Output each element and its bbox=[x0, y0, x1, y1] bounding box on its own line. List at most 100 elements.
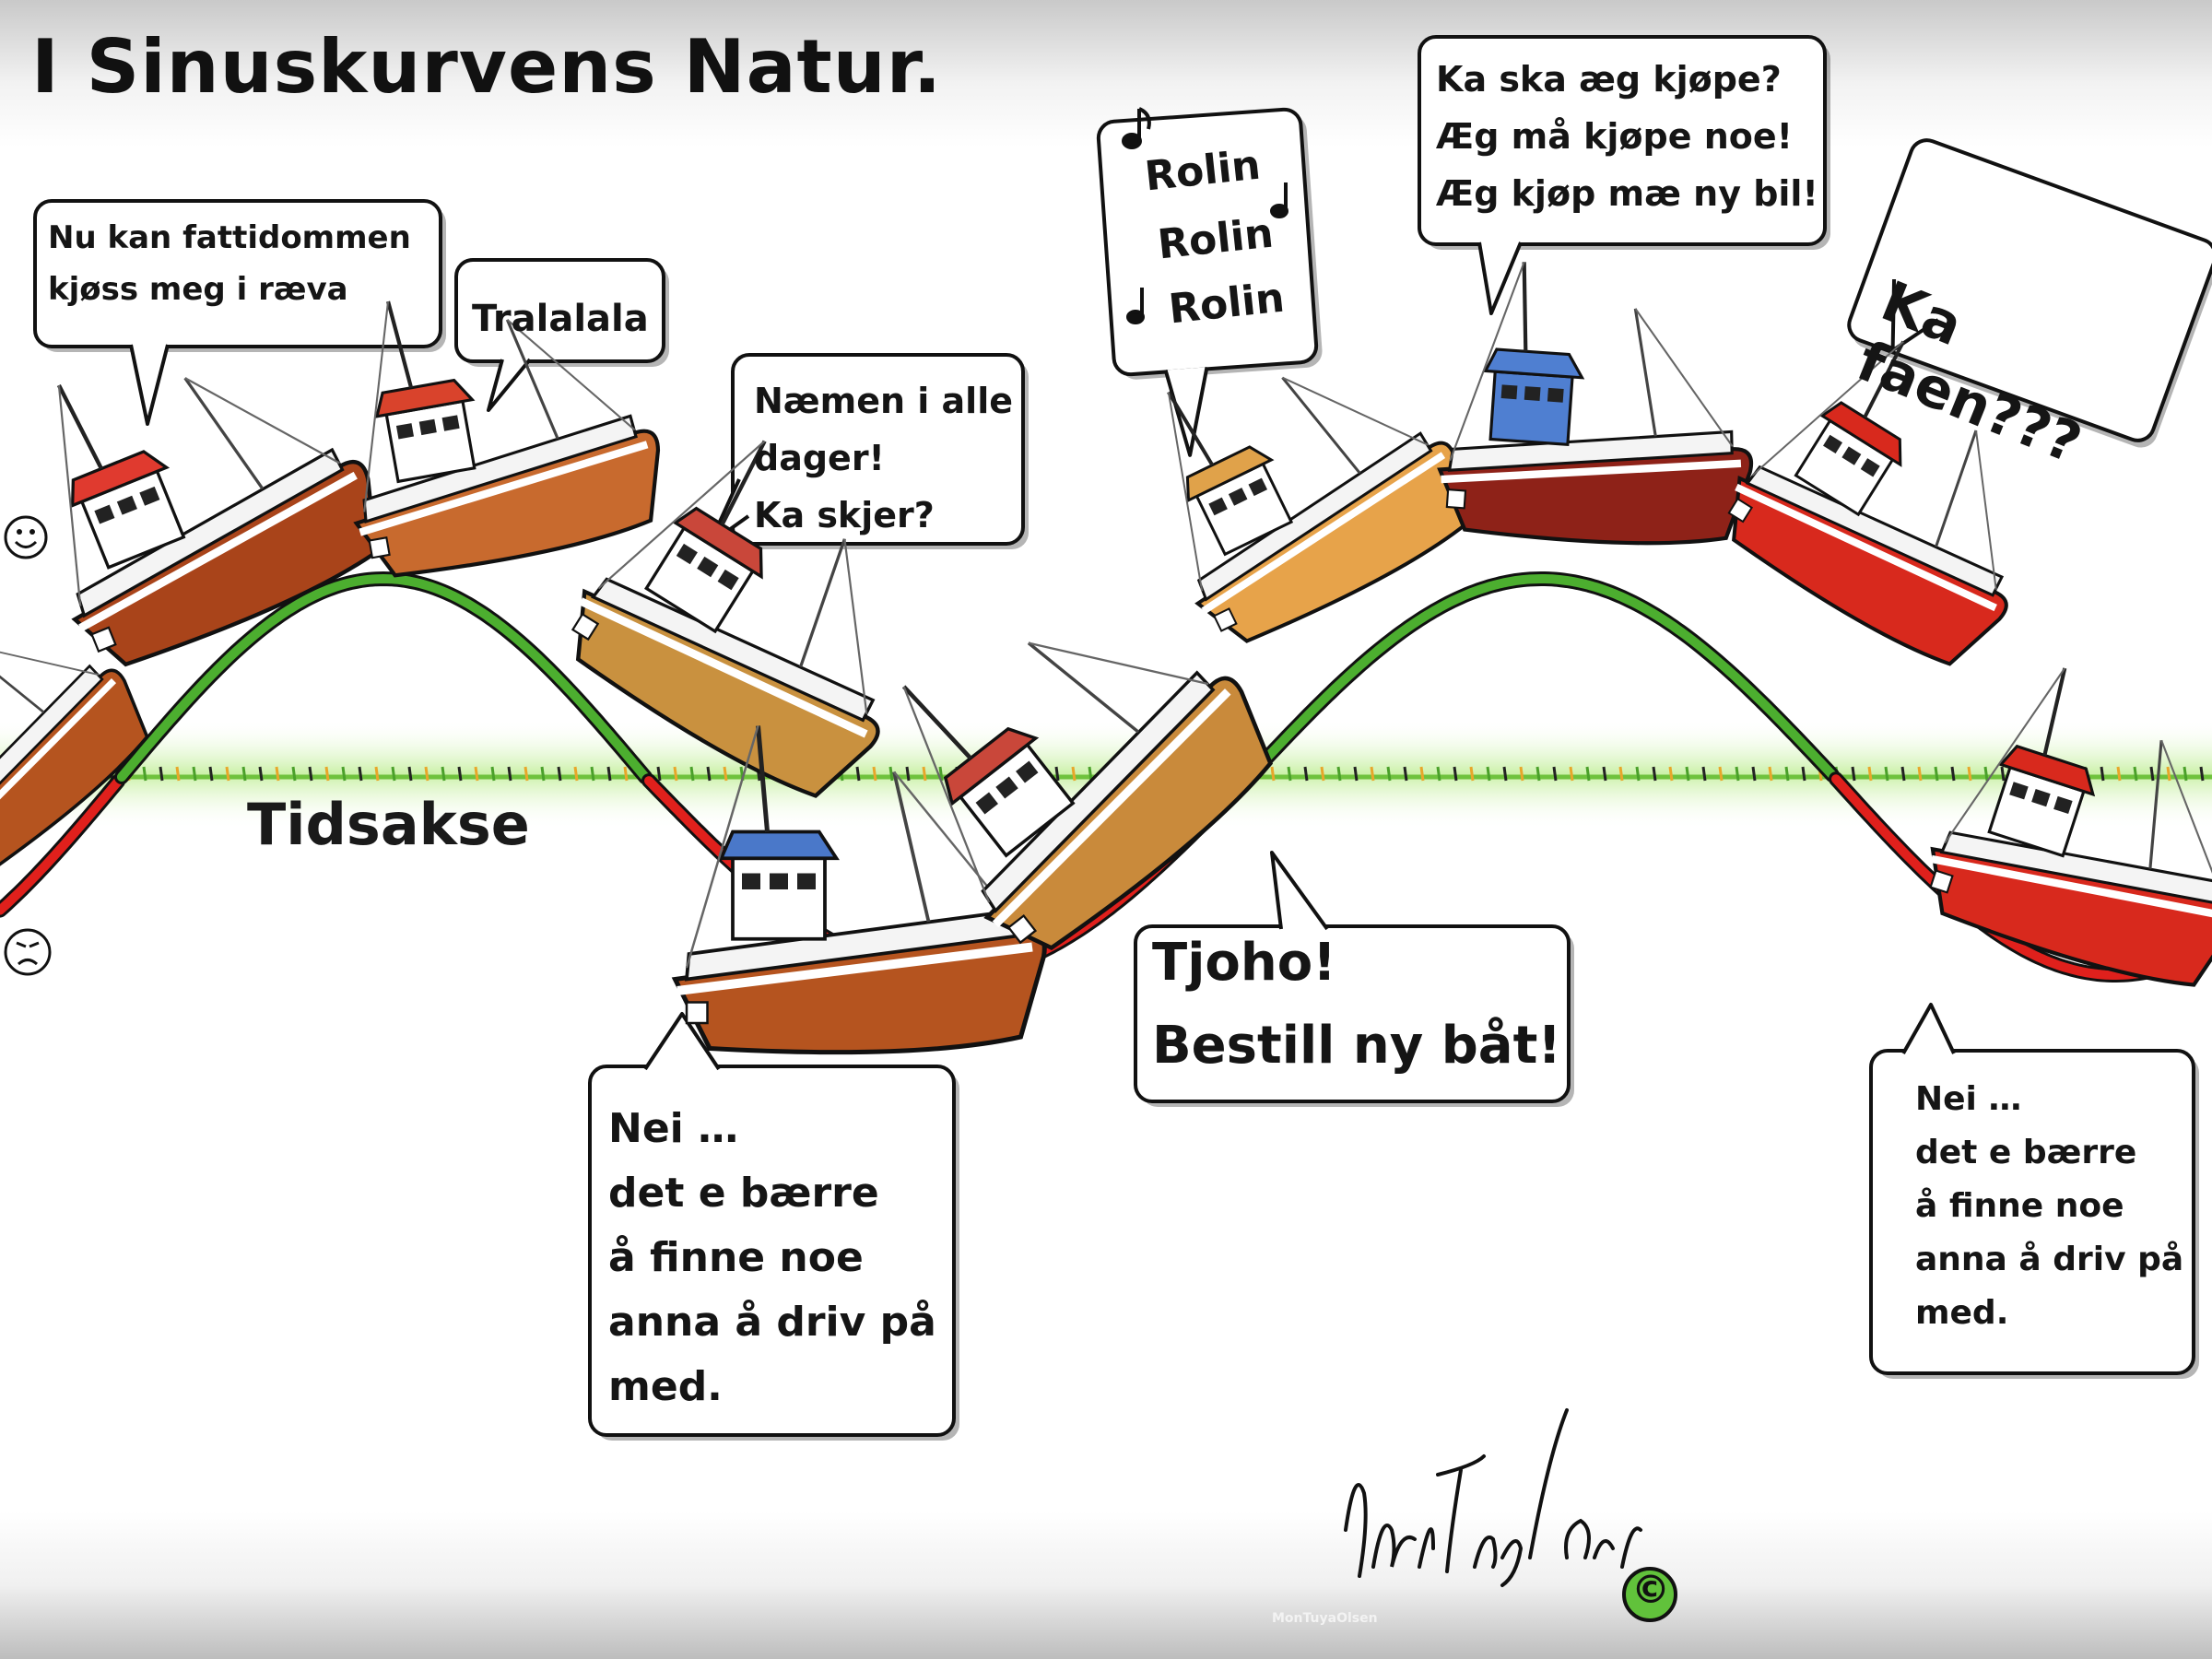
boat-window bbox=[770, 873, 788, 889]
axis-tick bbox=[2116, 766, 2122, 782]
boat-mast bbox=[720, 440, 767, 526]
axis-tick bbox=[407, 766, 413, 782]
boat-stern-mark bbox=[1212, 607, 1238, 632]
boat-stern-mark bbox=[1445, 488, 1467, 510]
boat-window bbox=[1016, 760, 1039, 783]
axis-tick bbox=[391, 766, 396, 782]
boat-window bbox=[1823, 434, 1843, 454]
axis-tick bbox=[1535, 766, 1541, 782]
axis-tick bbox=[1453, 766, 1458, 782]
boat-window bbox=[441, 415, 460, 431]
axis-tick bbox=[507, 766, 512, 782]
axis-tick bbox=[2199, 766, 2205, 782]
axis-tick bbox=[1718, 766, 1724, 782]
axis-tick bbox=[1618, 766, 1624, 782]
boat-stern-mark bbox=[90, 626, 117, 653]
boat-cabin-roof bbox=[70, 450, 171, 508]
boat-boom bbox=[1281, 376, 1361, 475]
curve-segment-green bbox=[1245, 574, 1837, 781]
smiley-face-icon bbox=[4, 515, 48, 559]
axis-tick bbox=[623, 766, 629, 782]
axis-tick bbox=[291, 766, 297, 782]
curve-segment-green bbox=[117, 573, 650, 782]
boat-rigging bbox=[1449, 261, 1525, 462]
axis-tick bbox=[374, 766, 380, 782]
boat-hull-stripe bbox=[677, 942, 1033, 995]
boat-window bbox=[995, 776, 1018, 799]
bubble-tralala bbox=[454, 258, 669, 412]
boat-hull bbox=[983, 676, 1274, 951]
axis-tick bbox=[1403, 766, 1408, 782]
axis-tick bbox=[308, 766, 313, 782]
boat-cabin bbox=[731, 856, 827, 941]
boat-rigging bbox=[1167, 392, 1204, 592]
axis-tick bbox=[490, 766, 496, 782]
boat-hull-stripe bbox=[1930, 854, 2212, 921]
axis-tick bbox=[1469, 766, 1475, 782]
boat-hull bbox=[1194, 441, 1469, 643]
axis-tick bbox=[922, 766, 927, 782]
boat-hull-stripe bbox=[0, 678, 117, 865]
boat-stern-mark bbox=[368, 536, 391, 559]
bubble-kjope-text: Ka ska æg kjøpe? Æg må kjøpe noe! Æg kjø… bbox=[1436, 59, 1818, 214]
axis-tick bbox=[1436, 766, 1441, 782]
curve-segment-red bbox=[0, 776, 123, 915]
boat-window bbox=[94, 504, 115, 524]
axis-tick bbox=[723, 766, 728, 782]
bubble-fattidom-text: Nu kan fattidommen kjøss meg i ræva bbox=[48, 219, 411, 308]
boat-window bbox=[676, 543, 698, 565]
boat-window bbox=[975, 792, 998, 815]
boat-rigging bbox=[1634, 308, 1734, 447]
axis-tick bbox=[606, 766, 612, 782]
speech-bubbles bbox=[33, 35, 2212, 1441]
boat-boom bbox=[505, 319, 559, 440]
axis-tick bbox=[324, 766, 330, 782]
boat-window bbox=[1841, 446, 1862, 465]
artist-signature bbox=[1344, 1408, 1642, 1587]
axis-tick bbox=[673, 766, 678, 782]
bubble-naemen-text: Næmen i alle dager! Ka skjer? bbox=[754, 381, 1013, 535]
boat-stern-mark bbox=[1727, 497, 1754, 524]
axis-tick bbox=[1685, 766, 1690, 782]
music-note-icon bbox=[1122, 107, 1288, 324]
axis-tick bbox=[1071, 766, 1077, 782]
boat-cabin-roof bbox=[1185, 445, 1275, 503]
boat-rigging bbox=[843, 538, 868, 714]
boat-falling bbox=[571, 440, 880, 798]
boat-left-edge bbox=[0, 641, 149, 884]
axis-tick bbox=[2149, 766, 2155, 782]
boat-rigging bbox=[2160, 739, 2212, 899]
boat-hull-stripe bbox=[992, 688, 1231, 928]
boat-rigging bbox=[184, 377, 341, 465]
boat-window bbox=[1228, 488, 1248, 506]
boat-hull-stripe bbox=[359, 441, 649, 536]
axis-tick bbox=[524, 766, 529, 782]
page-title: I Sinuskurvens Natur. bbox=[31, 24, 943, 110]
boat-rigging bbox=[57, 384, 82, 606]
boat-hull-stripe bbox=[1441, 459, 1742, 484]
axis-tick bbox=[2166, 766, 2171, 782]
bubble-tjoho-text: Tjoho! Bestill ny båt! bbox=[1152, 933, 1561, 1076]
boat-cabin-roof bbox=[672, 506, 763, 580]
axis-tick bbox=[855, 766, 861, 782]
axis-tick bbox=[1950, 766, 1956, 782]
axis-tick bbox=[474, 766, 479, 782]
boat-rigging bbox=[1028, 641, 1209, 686]
axis-tick bbox=[1336, 766, 1342, 782]
boat-window bbox=[2053, 795, 2073, 815]
axis-tick bbox=[1867, 766, 1873, 782]
frowning-face-icon bbox=[4, 928, 52, 976]
boat-hull bbox=[1930, 846, 2212, 987]
boat-window bbox=[418, 418, 437, 436]
boat-mast bbox=[1522, 262, 1528, 352]
boat-rigging bbox=[685, 725, 759, 969]
boat-rigging bbox=[902, 686, 991, 903]
axis-tick bbox=[1320, 766, 1325, 782]
axis-tick bbox=[1585, 766, 1591, 782]
boat-window bbox=[797, 873, 816, 889]
axis-tick bbox=[1967, 766, 1972, 782]
axis-tick bbox=[159, 766, 164, 782]
boat-rigging bbox=[506, 319, 636, 431]
axis-tick bbox=[1668, 766, 1674, 782]
bubble-tralala-text: Tralalala bbox=[472, 298, 649, 340]
